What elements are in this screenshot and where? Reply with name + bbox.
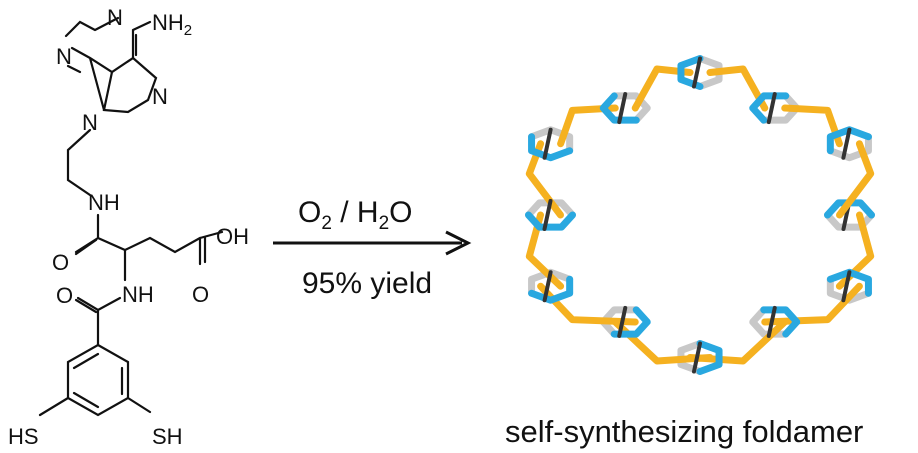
foldamer-bond (528, 268, 574, 297)
foldamer-bond (599, 92, 640, 124)
foldamer-bond (841, 127, 852, 160)
atom-hs: HS (8, 424, 39, 449)
foldamer-bond (824, 211, 875, 231)
foldamer-bond (542, 127, 553, 160)
foldamer-bond (706, 65, 769, 112)
atom-nh-amide1: NH (88, 190, 120, 215)
foldamer-bond (528, 126, 574, 155)
foldamer-bond (692, 341, 702, 374)
foldamer-bond (826, 268, 872, 297)
foldamer-bond (528, 133, 574, 162)
foldamer-bond (677, 55, 704, 90)
foldamer-bond (760, 92, 801, 124)
foldamer-bond (826, 275, 872, 304)
reaction-conditions: O2 / H2O (298, 196, 413, 234)
foldamer-bond (610, 306, 651, 338)
atom-o-amide2: O (56, 283, 73, 308)
foldamer-bond (692, 56, 702, 89)
foldamer-bond (696, 340, 723, 375)
atom-n3: N (152, 84, 168, 109)
foldamer-bond (528, 275, 574, 304)
atom-n1: N (107, 5, 123, 30)
foldamer-3d-structure (525, 55, 875, 375)
foldamer-bond (525, 211, 576, 231)
atom-nh-amide2: NH (122, 282, 154, 307)
atom-o-acid: O (192, 282, 209, 307)
foldamer-bond (841, 270, 852, 303)
foldamer-bond (617, 305, 628, 338)
atom-n2: N (56, 44, 72, 69)
product-caption: self-synthesizing foldamer (505, 414, 863, 449)
foldamer-bond (537, 282, 639, 326)
starting-material-structure: N N N N NH2 NH O OH O NH O HS SH (8, 5, 249, 449)
reaction-yield: 95% yield (302, 267, 432, 300)
foldamer-bond (826, 133, 872, 162)
reaction-arrow (273, 230, 472, 256)
foldamer-bond (617, 92, 628, 125)
foldamer-bond (542, 199, 553, 231)
atom-n4: N (82, 110, 98, 135)
atom-oh: OH (216, 224, 249, 249)
foldamer-bond (766, 305, 777, 338)
foldamer-bond (766, 92, 777, 125)
atom-sh: SH (152, 424, 183, 449)
foldamer-bond (542, 270, 553, 303)
atom-nh2: NH2 (152, 10, 192, 39)
foldamer-bond (826, 126, 872, 155)
atom-o-amide1: O (52, 250, 69, 275)
foldamer-bond (836, 140, 875, 219)
